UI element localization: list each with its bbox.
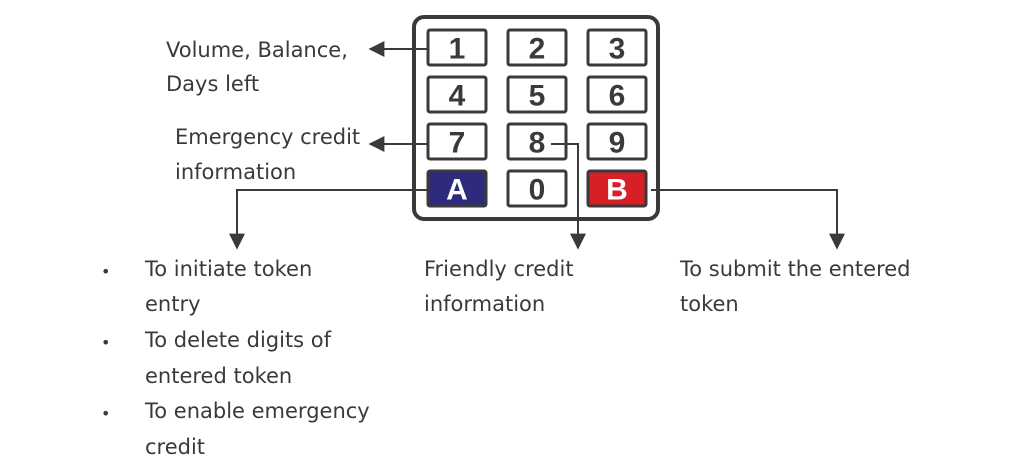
key-3-label: 3	[609, 33, 626, 66]
keyB-note-line2: token	[680, 292, 739, 316]
keyB-note-line1: To submit the entered	[679, 257, 911, 281]
key-7-button[interactable]	[426, 122, 488, 161]
key1-note-line2: Days left	[166, 72, 259, 96]
connectors	[229, 41, 845, 250]
key8-arrow	[551, 143, 586, 250]
key-b-label: B	[606, 174, 628, 207]
key-a-button[interactable]	[426, 169, 488, 208]
keypad-housing	[412, 15, 660, 221]
key1-note-line1: Volume, Balance,	[166, 38, 348, 62]
keypad-keys: 1 2 3 4 5 6 7 8 9A 0 B	[426, 28, 648, 208]
key-0-button[interactable]	[506, 169, 568, 208]
keyB-arrow	[651, 189, 845, 250]
key-3-button[interactable]	[586, 28, 648, 67]
keyA-arrow	[229, 189, 427, 250]
key-9-label: 9	[609, 127, 626, 160]
key-5-button[interactable]	[506, 75, 568, 114]
key-6-label: 6	[609, 80, 626, 113]
key-a-label: A	[446, 174, 468, 207]
key8-annotation: Friendly credit information	[424, 257, 574, 316]
key-8-label: 8	[529, 127, 546, 160]
key-4-button[interactable]	[426, 75, 488, 114]
key7-note-line1: Emergency credit	[175, 125, 360, 149]
bullet-marker: •	[101, 333, 110, 352]
key-1-label: 1	[449, 33, 466, 66]
key-2-label: 2	[529, 33, 546, 66]
keyA-item3-line2: credit	[145, 435, 205, 459]
keyA-item1-line1: To initiate token	[144, 257, 312, 281]
keyA-item1-line2: entry	[145, 292, 201, 316]
key-2-button[interactable]	[506, 28, 568, 67]
key-7-label: 7	[449, 127, 466, 160]
key-1-button[interactable]	[426, 28, 488, 67]
keyA-annotation: • To initiate token entry • To delete di…	[101, 257, 370, 459]
keyB-annotation: To submit the entered token	[679, 257, 911, 316]
key8-note-line1: Friendly credit	[424, 257, 574, 281]
key8-note-line2: information	[424, 292, 545, 316]
key-0-label: 0	[529, 174, 546, 207]
key-8-button[interactable]	[506, 122, 568, 161]
key-5-label: 5	[529, 80, 546, 113]
keyA-item2-line2: entered token	[145, 364, 292, 388]
key-b-button[interactable]	[586, 169, 648, 208]
key-4-label: 4	[449, 80, 466, 113]
bullet-marker: •	[101, 262, 110, 281]
keyA-item3-line1: To enable emergency	[144, 399, 370, 423]
key-6-button[interactable]	[586, 75, 648, 114]
key7-note-line2: information	[175, 160, 296, 184]
bullet-marker: •	[101, 404, 110, 423]
key-9-button[interactable]	[586, 122, 648, 161]
key7-annotation: Emergency credit information	[175, 125, 360, 184]
key1-annotation: Volume, Balance, Days left	[166, 38, 348, 96]
keyA-item2-line1: To delete digits of	[144, 328, 332, 352]
